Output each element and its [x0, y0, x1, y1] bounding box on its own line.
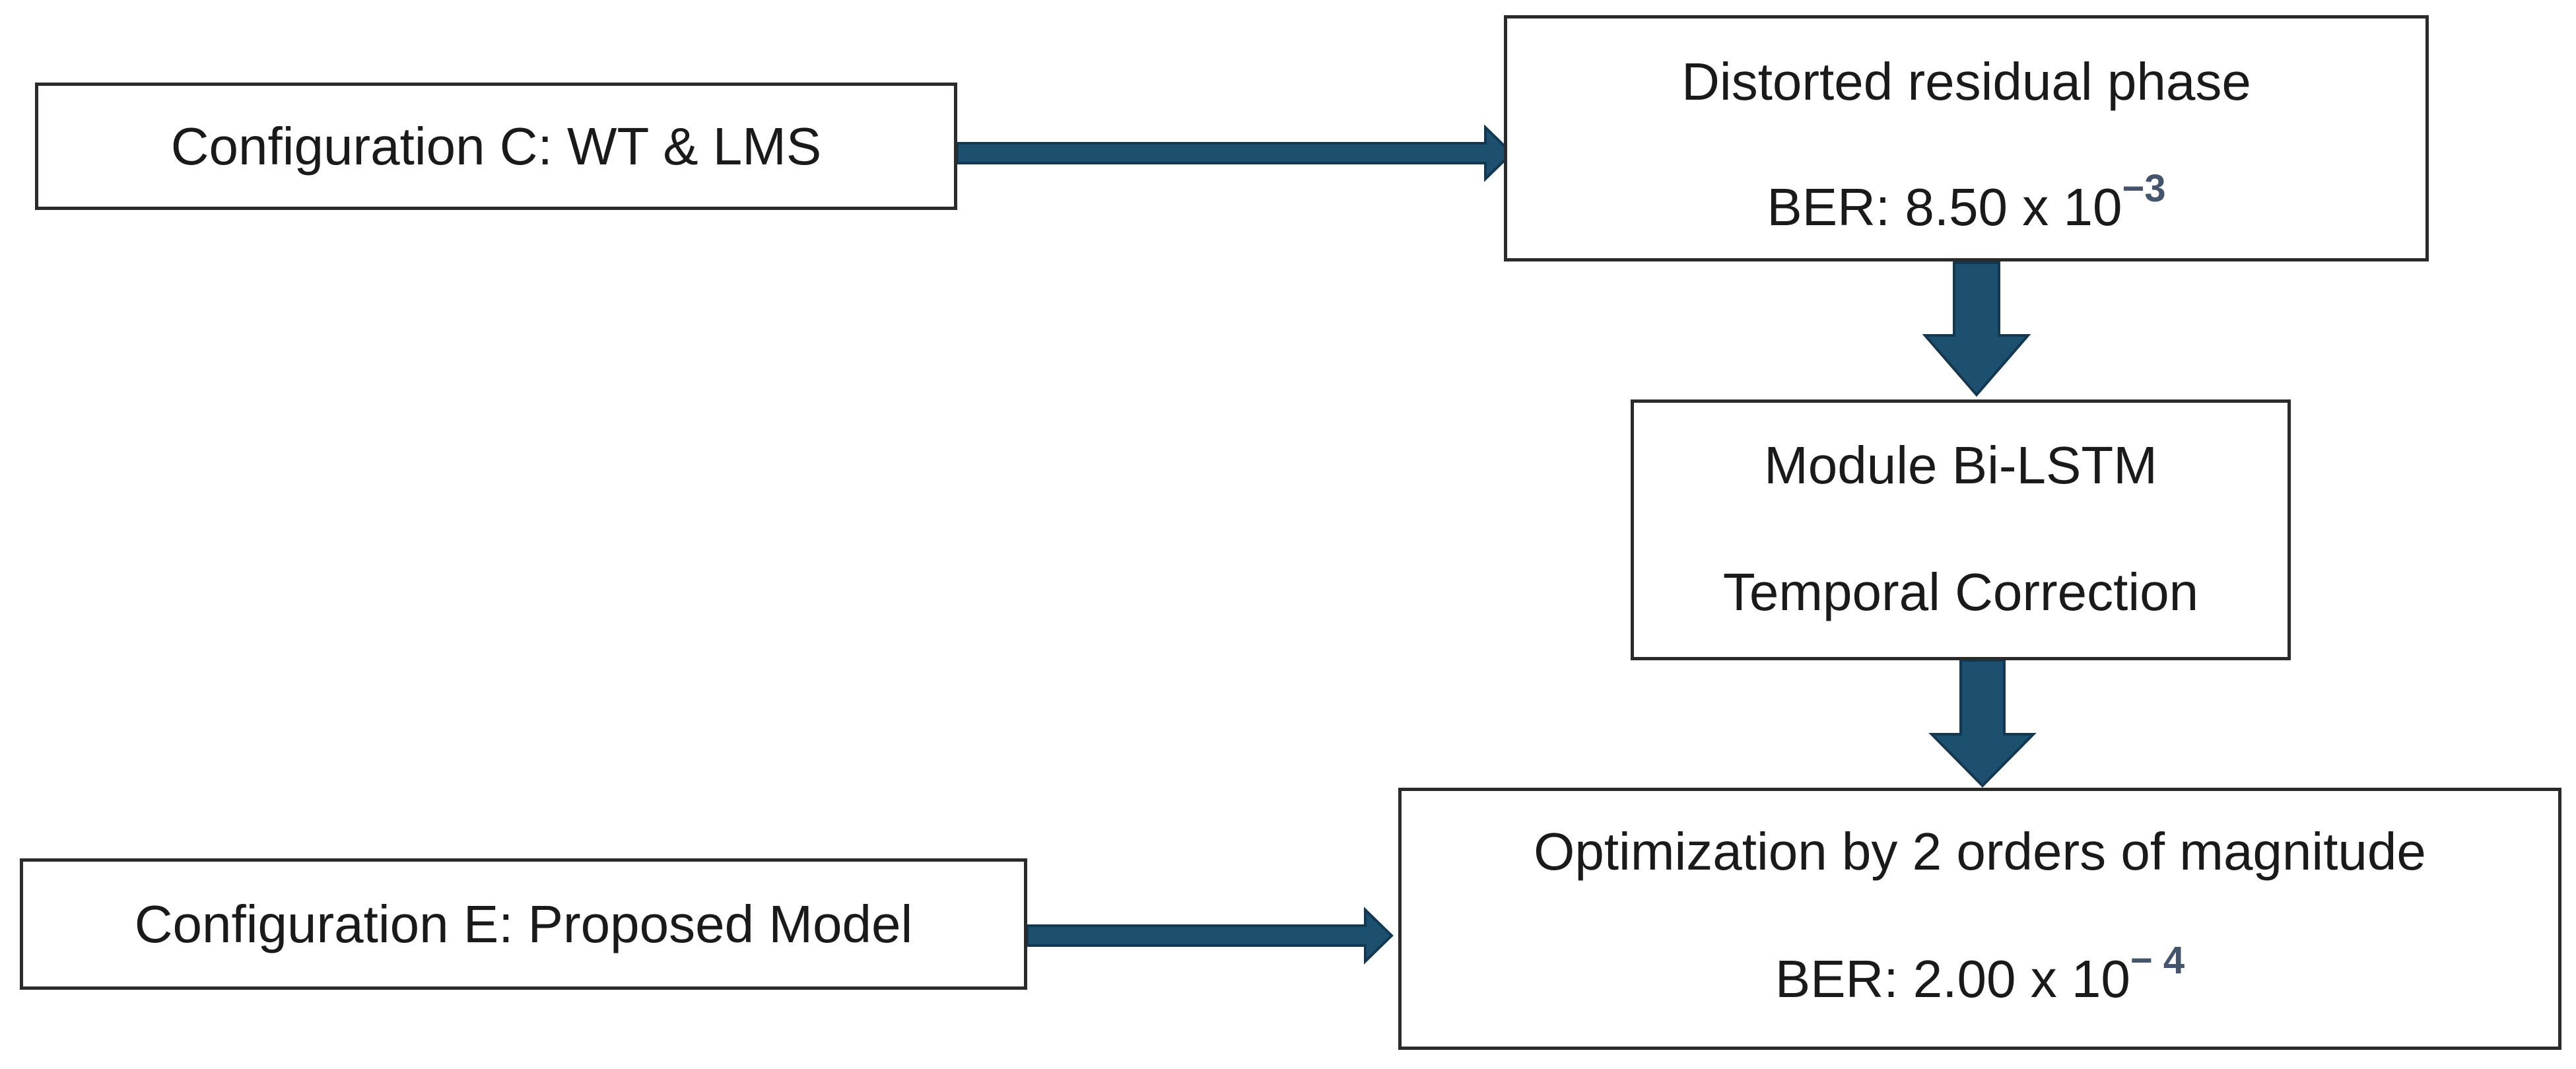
- config-c-box: Configuration C: WT & LMS: [35, 83, 957, 210]
- bilstm-subtitle: Temporal Correction: [1722, 563, 2199, 621]
- bilstm-box: Module Bi-LSTM Temporal Correction: [1631, 399, 2291, 660]
- arrow-bilstm-to-optimization: [1928, 659, 2037, 788]
- distorted-ber-exponent: −3: [2122, 167, 2166, 210]
- optimization-box: Optimization by 2 orders of magnitude BE…: [1398, 788, 2561, 1050]
- arrow-config-c-to-distorted: [956, 124, 1514, 182]
- config-e-box: Configuration E: Proposed Model: [20, 858, 1027, 990]
- bilstm-title: Module Bi-LSTM: [1764, 436, 2157, 495]
- optimization-ber: BER: 2.00 x 10− 4: [1402, 942, 2558, 1006]
- config-c-label: Configuration C: WT & LMS: [170, 116, 822, 176]
- distorted-phase-title: Distorted residual phase: [1681, 52, 2251, 111]
- distorted-phase-ber: BER: 8.50 x 10−3: [1507, 170, 2425, 236]
- optimization-ber-exponent: − 4: [2130, 939, 2185, 982]
- config-e-label: Configuration E: Proposed Model: [134, 894, 913, 953]
- arrow-distorted-to-bilstm: [1922, 261, 2031, 397]
- arrow-config-e-to-optimization: [1026, 907, 1394, 965]
- optimization-title: Optimization by 2 orders of magnitude: [1534, 822, 2426, 881]
- optimization-ber-value: BER: 2.00 x 10: [1775, 949, 2130, 1008]
- distorted-phase-box: Distorted residual phase BER: 8.50 x 10−…: [1504, 15, 2429, 261]
- distorted-ber-value: BER: 8.50 x 10: [1767, 178, 2122, 236]
